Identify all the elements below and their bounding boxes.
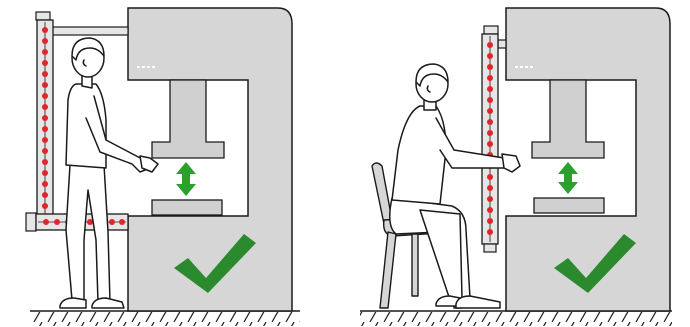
vertical-light-curtain-right xyxy=(482,26,506,252)
press-machine-right xyxy=(506,8,670,311)
seated-operator xyxy=(390,64,520,308)
press-motion-arrow-icon xyxy=(558,162,578,194)
floor-right xyxy=(360,311,672,326)
floor-left xyxy=(30,311,300,326)
vertical-light-curtain-left xyxy=(36,12,53,220)
panel-seated-operator xyxy=(360,8,672,326)
press-motion-arrow-icon xyxy=(176,162,196,196)
panel-standing-operator xyxy=(26,8,300,326)
